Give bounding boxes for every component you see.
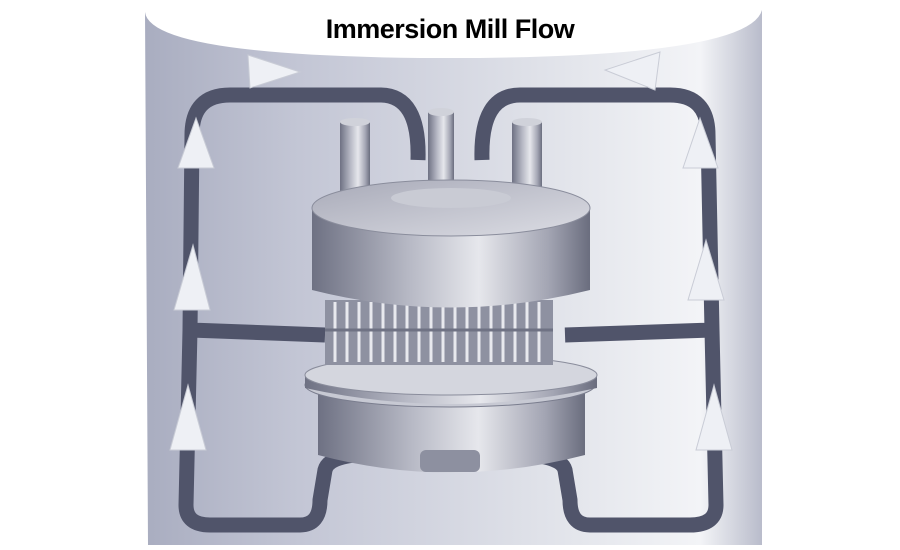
mill-pipe	[428, 112, 454, 192]
flow-arrow-up-icon	[682, 116, 719, 169]
flow-arrow-right-icon	[247, 54, 302, 89]
mill	[304, 108, 598, 473]
diagram-title: Immersion Mill Flow	[325, 14, 575, 44]
flow-arrow-up-icon	[695, 383, 733, 451]
flow-arrow-up-icon	[177, 116, 215, 169]
flow-arrow-up-icon	[687, 238, 725, 301]
flow-arrow-up-icon	[173, 243, 211, 311]
flow-arrow-up-icon	[169, 383, 207, 451]
flow-arrow-left-icon	[603, 51, 661, 91]
mill-pipe	[340, 122, 370, 197]
flow-path-right-upper	[474, 87, 720, 343]
flow-path-left-upper	[182, 87, 426, 343]
